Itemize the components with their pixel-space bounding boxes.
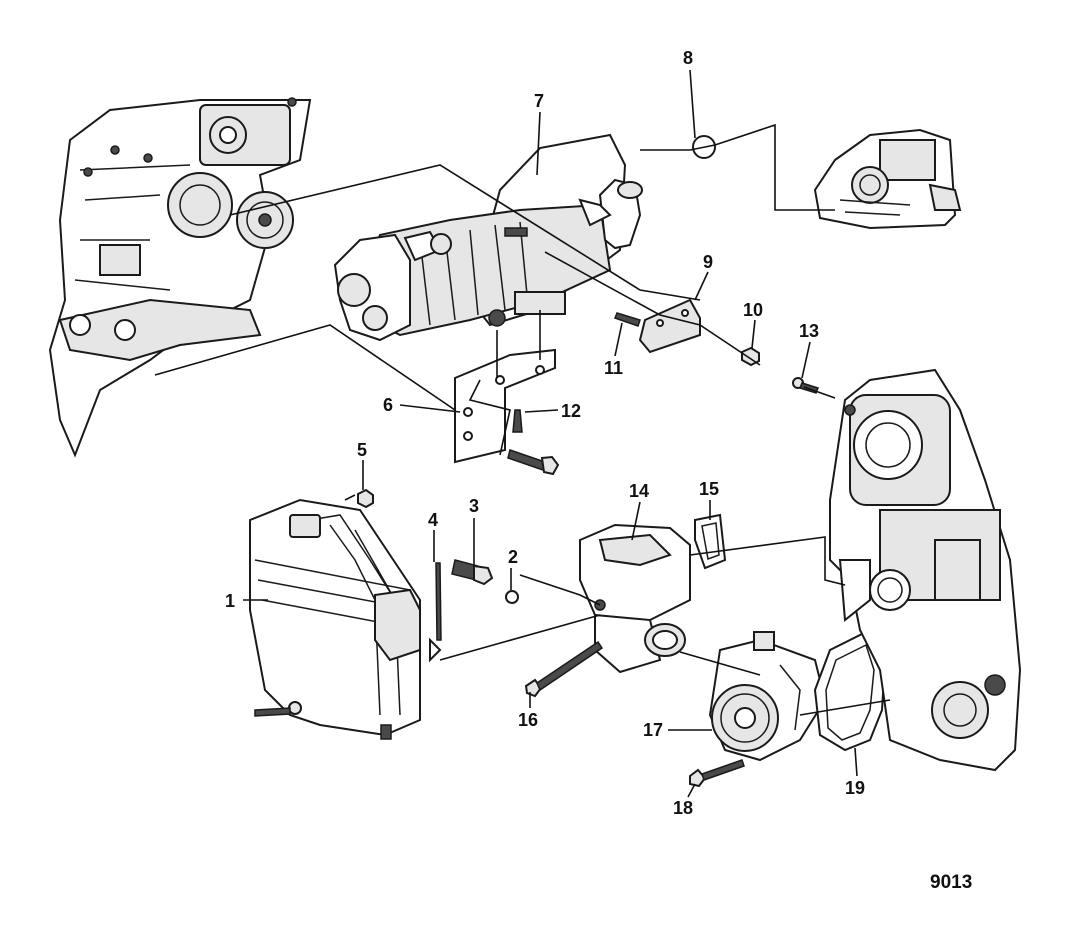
callout-11: 11 (604, 358, 623, 378)
callout-3: 3 (469, 496, 479, 516)
callouts: 1 2 3 4 5 6 7 8 9 10 11 12 13 14 15 16 1… (225, 48, 865, 818)
callout-10: 10 (743, 300, 763, 320)
callout-6: 6 (383, 395, 393, 415)
callout-13: 13 (799, 321, 819, 341)
mounting-bracket-upper (638, 298, 701, 354)
water-pump (708, 631, 827, 762)
stud (614, 312, 641, 327)
callout-12: 12 (561, 401, 581, 421)
engine-block-left (48, 97, 312, 458)
housing-bolt (524, 640, 604, 698)
callout-19: 19 (845, 778, 865, 798)
engine-block-right-lower (829, 368, 1022, 772)
bolt-with-washer (507, 449, 560, 476)
callout-15: 15 (699, 479, 719, 499)
callout-18: 18 (673, 798, 693, 818)
thermostat-housing (579, 523, 691, 674)
heat-exchanger-assembly (333, 133, 643, 342)
callout-5: 5 (357, 440, 367, 460)
assembly-lines (154, 123, 891, 716)
callout-8: 8 (683, 48, 693, 68)
mounting-bracket-lower (454, 348, 556, 464)
callout-17: 17 (643, 720, 663, 740)
engine-block-right-upper (813, 128, 962, 230)
clamp-bolt (435, 562, 442, 641)
figure-number: 9013 (930, 872, 973, 893)
sealing-washer (505, 590, 519, 604)
callout-9: 9 (703, 252, 713, 272)
coolant-reservoir (249, 498, 442, 740)
temperature-sender (451, 559, 494, 586)
screw (512, 409, 523, 433)
callout-1: 1 (225, 591, 235, 611)
callout-14: 14 (629, 481, 649, 501)
callout-16: 16 (518, 710, 538, 730)
callout-4: 4 (428, 510, 438, 530)
clamp-nut (357, 488, 374, 509)
housing-gasket (694, 513, 727, 570)
callout-2: 2 (508, 547, 518, 567)
callout-7: 7 (534, 91, 544, 111)
pump-bolt (689, 759, 745, 788)
